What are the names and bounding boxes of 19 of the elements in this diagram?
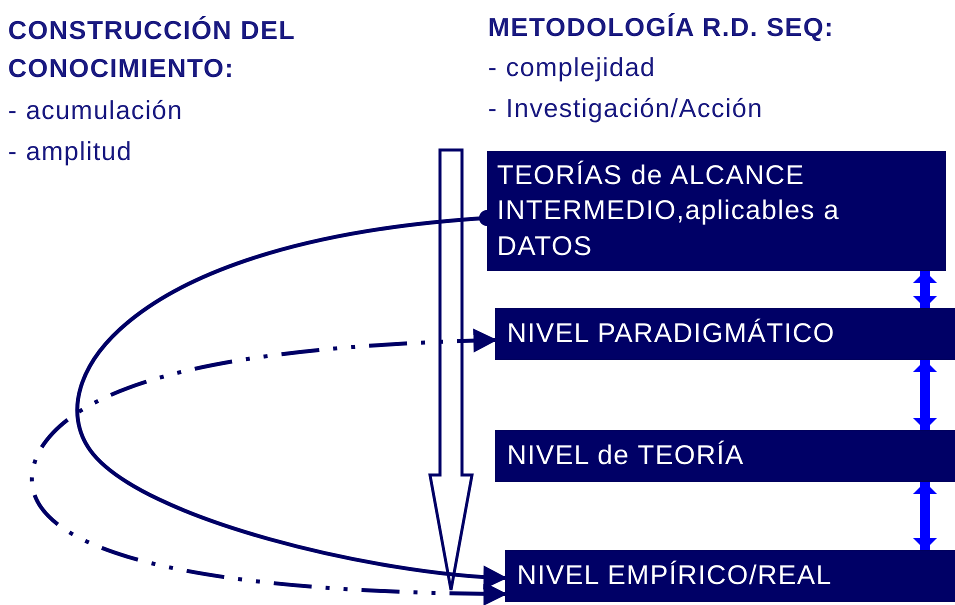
level-text: NIVEL EMPÍRICO/REAL	[517, 559, 832, 592]
list-item: - complejidad	[488, 52, 656, 83]
level-box	[505, 550, 955, 602]
level-box	[495, 430, 955, 482]
heading: CONSTRUCCIÓN DEL CONOCIMIENTO:	[8, 14, 296, 85]
double-arrow	[913, 271, 937, 308]
curved-arrow	[30, 328, 508, 605]
double-arrow	[913, 482, 937, 550]
double-arrow	[913, 360, 937, 430]
level-text: NIVEL de TEORÍA	[507, 439, 744, 472]
curved-arrow	[76, 210, 508, 589]
level-text: NIVEL PARADIGMÁTICO	[507, 317, 836, 350]
list-item: - Investigación/Acción	[488, 93, 763, 124]
heading: METODOLOGÍA R.D. SEQ:	[488, 12, 834, 43]
list-item: - acumulación	[8, 95, 183, 126]
level-box	[495, 308, 955, 360]
level-text: TEORÍAS de ALCANCE INTERMEDIO,aplicables a DATOS	[497, 159, 841, 263]
list-item: - amplitud	[8, 136, 132, 167]
level-box	[487, 151, 946, 271]
